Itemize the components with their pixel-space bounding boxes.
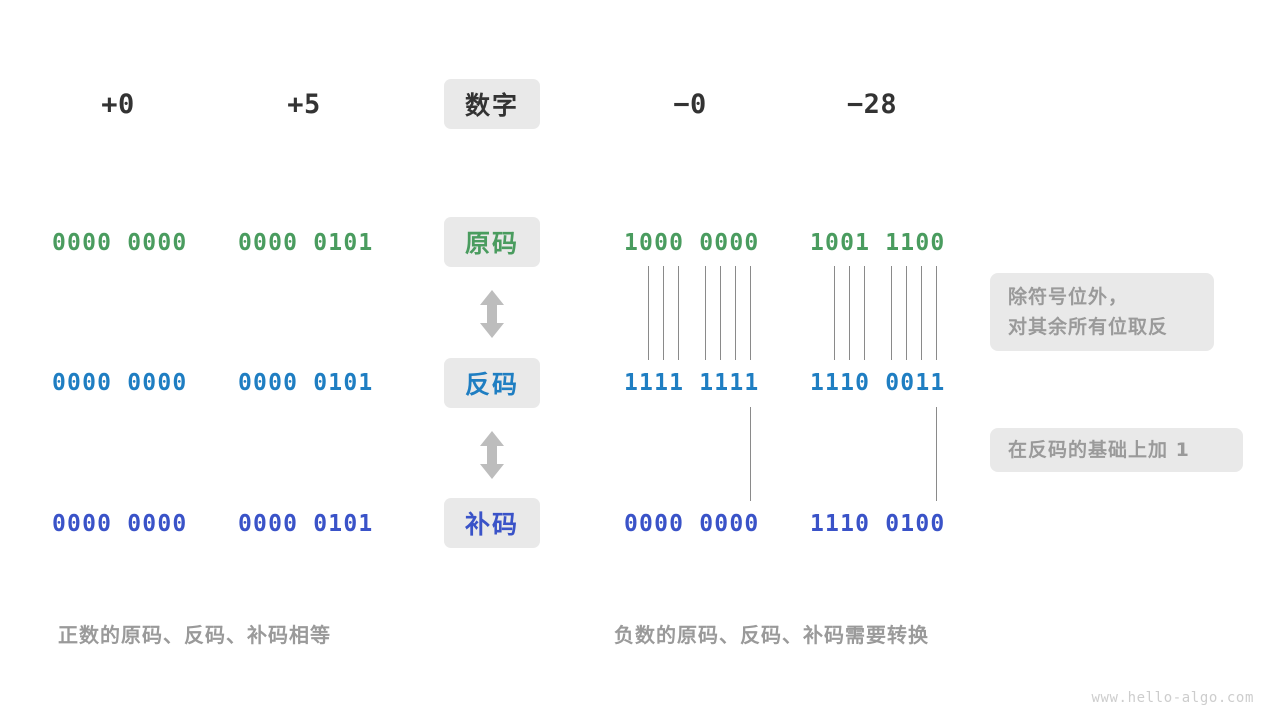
bits-ones-complement-minus-zero: 1111 1111 [624, 370, 760, 396]
caption-positive-numbers: 正数的原码、反码、补码相等 [58, 623, 331, 647]
connector-line [891, 266, 892, 360]
connector-line [750, 266, 751, 360]
connector-line [849, 266, 850, 360]
connector-line [834, 266, 835, 360]
bits-twos-complement-minus-28: 1110 0100 [810, 511, 946, 537]
annotation-invert-bits: 除符号位外， 对其余所有位取反 [990, 273, 1214, 351]
annotation-invert-bits-line1: 除符号位外， [1008, 286, 1129, 308]
watermark: www.hello-algo.com [1091, 690, 1254, 706]
row-label-twos-complement: 补码 [444, 498, 540, 548]
column-header-plus-five: +5 [287, 88, 321, 120]
bits-sign-magnitude-minus-zero: 1000 0000 [624, 230, 760, 256]
bits-sign-magnitude-plus-zero: 0000 0000 [52, 230, 188, 256]
row-label-ones-complement: 反码 [444, 358, 540, 408]
connector-line-carry [936, 407, 937, 501]
connector-line [864, 266, 865, 360]
connector-line [705, 266, 706, 360]
connector-line [906, 266, 907, 360]
up-down-arrow-icon-ones-to-twos [477, 430, 507, 480]
connector-line-carry [750, 407, 751, 501]
bits-ones-complement-plus-zero: 0000 0000 [52, 370, 188, 396]
caption-negative-numbers: 负数的原码、反码、补码需要转换 [614, 623, 929, 647]
up-down-arrow-icon-sign-to-ones [477, 289, 507, 339]
column-header-minus-zero: −0 [673, 88, 707, 120]
row-label-number: 数字 [444, 79, 540, 129]
connector-line [936, 266, 937, 360]
bits-sign-magnitude-plus-five: 0000 0101 [238, 230, 374, 256]
annotation-add-one-text: 在反码的基础上加 1 [1008, 439, 1190, 461]
annotation-add-one: 在反码的基础上加 1 [990, 428, 1243, 472]
column-header-plus-zero: +0 [101, 88, 135, 120]
bits-sign-magnitude-minus-28: 1001 1100 [810, 230, 946, 256]
connector-line [648, 266, 649, 360]
bits-ones-complement-plus-five: 0000 0101 [238, 370, 374, 396]
bits-twos-complement-minus-zero: 0000 0000 [624, 511, 760, 537]
connector-line [678, 266, 679, 360]
connector-line [663, 266, 664, 360]
connector-line [735, 266, 736, 360]
column-header-minus-28: −28 [846, 88, 898, 120]
annotation-invert-bits-line2: 对其余所有位取反 [1008, 316, 1169, 338]
bits-twos-complement-plus-five: 0000 0101 [238, 511, 374, 537]
connector-line [720, 266, 721, 360]
connector-line [921, 266, 922, 360]
bits-twos-complement-plus-zero: 0000 0000 [52, 511, 188, 537]
row-label-sign-magnitude: 原码 [444, 217, 540, 267]
bits-ones-complement-minus-28: 1110 0011 [810, 370, 946, 396]
